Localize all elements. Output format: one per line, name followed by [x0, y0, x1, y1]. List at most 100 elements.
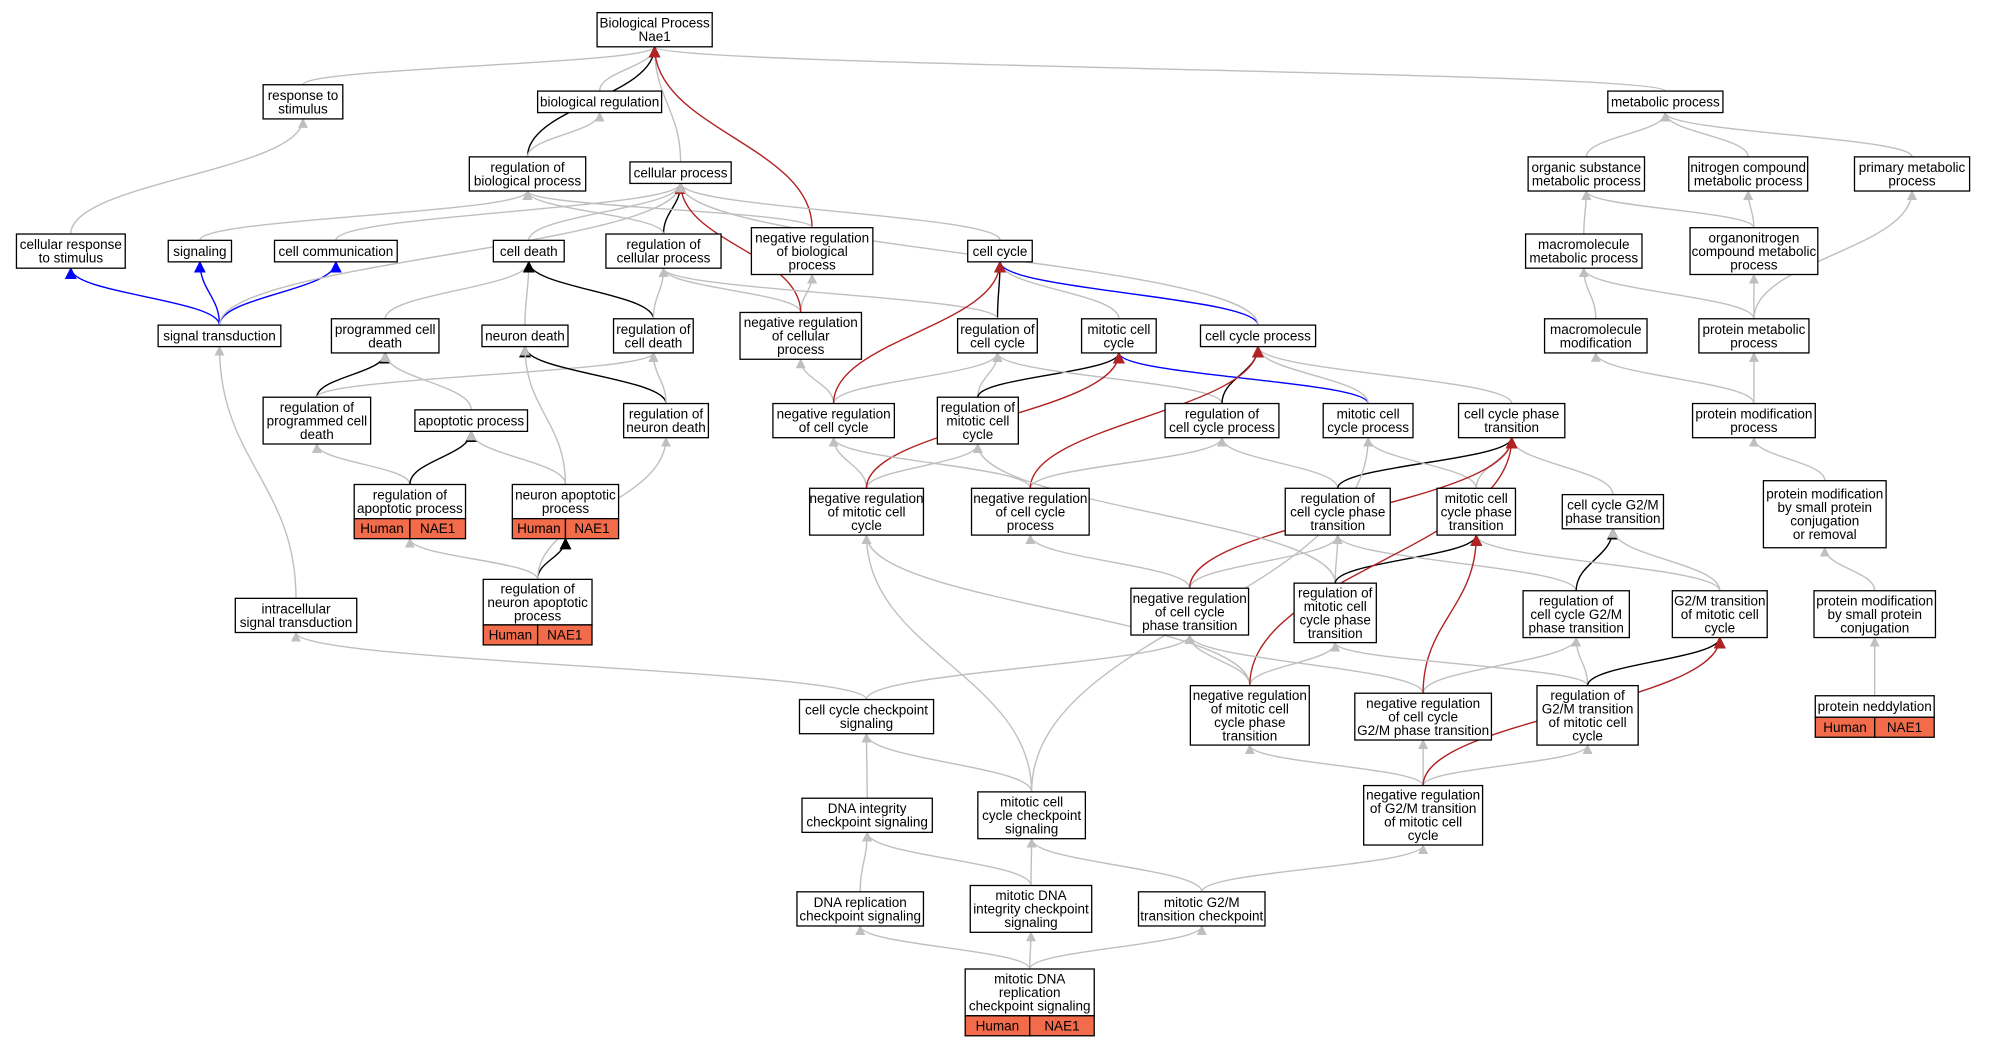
term-label-line: metabolic process: [1611, 95, 1720, 110]
term-node-neurondeath[interactable]: neuron death: [481, 324, 569, 348]
term-label-line: of mitotic cell: [1549, 715, 1627, 730]
is-a-edge: [1244, 744, 1424, 786]
term-label-line: process: [788, 257, 836, 272]
term-label-line: mitotic cell: [946, 413, 1009, 428]
term-label-line: negative regulation: [1193, 688, 1307, 703]
is-a-edge: [648, 351, 667, 404]
term-label-line: programmed cell: [267, 413, 368, 428]
term-node-cellcycle[interactable]: cell cycle: [967, 239, 1033, 263]
term-label-line: protein neddylation: [1818, 699, 1932, 714]
is-a-edge: [800, 273, 818, 313]
term-label-line: biological regulation: [540, 95, 659, 110]
term-node-ccproc[interactable]: cell cycle process: [1199, 324, 1317, 348]
term-node-celldeath[interactable]: cell death: [492, 239, 565, 263]
term-label-line: of mitotic cell: [1681, 607, 1759, 622]
is-a-edge: [70, 117, 308, 235]
term-label-line: mitotic cell: [1445, 491, 1508, 506]
term-label-line: conjugation: [1790, 514, 1859, 529]
part-of-edge: [316, 351, 392, 398]
term-label-line: nitrogen compound: [1690, 160, 1806, 175]
term-node-signaling[interactable]: signaling: [167, 239, 233, 263]
term-label-line: negative regulation: [744, 315, 858, 330]
term-box: [977, 791, 1087, 840]
is-a-edge: [316, 351, 659, 398]
term-box: [629, 161, 732, 185]
term-node-apoptotic[interactable]: apoptotic process: [414, 409, 529, 433]
term-box: [1561, 493, 1665, 530]
term-node-cellcomm[interactable]: cell communication: [273, 239, 398, 263]
term-label-line: of cell cycle: [1388, 709, 1458, 724]
negatively-regulates-edge: [648, 45, 813, 228]
term-box: [1671, 590, 1768, 639]
term-node-metabolic[interactable]: metabolic process: [1607, 90, 1724, 114]
term-node-bioreg[interactable]: biological regulation: [536, 90, 663, 114]
is-a-edge: [199, 190, 533, 241]
species-label: Human: [489, 627, 533, 642]
term-label-line: phase transition: [1565, 511, 1660, 526]
term-box: [612, 318, 694, 354]
term-label-line: cell cycle G2/M: [1530, 607, 1622, 622]
term-node-cellular[interactable]: cellular process: [629, 161, 732, 185]
term-label-line: regulation of: [941, 400, 1016, 415]
term-label-line: signaling: [840, 716, 893, 731]
term-label-line: cell cycle: [973, 244, 1028, 259]
term-box: [353, 483, 467, 520]
term-box: [536, 90, 663, 114]
term-node-sigtrans[interactable]: signal transduction: [157, 324, 282, 348]
term-box: [1543, 318, 1648, 354]
